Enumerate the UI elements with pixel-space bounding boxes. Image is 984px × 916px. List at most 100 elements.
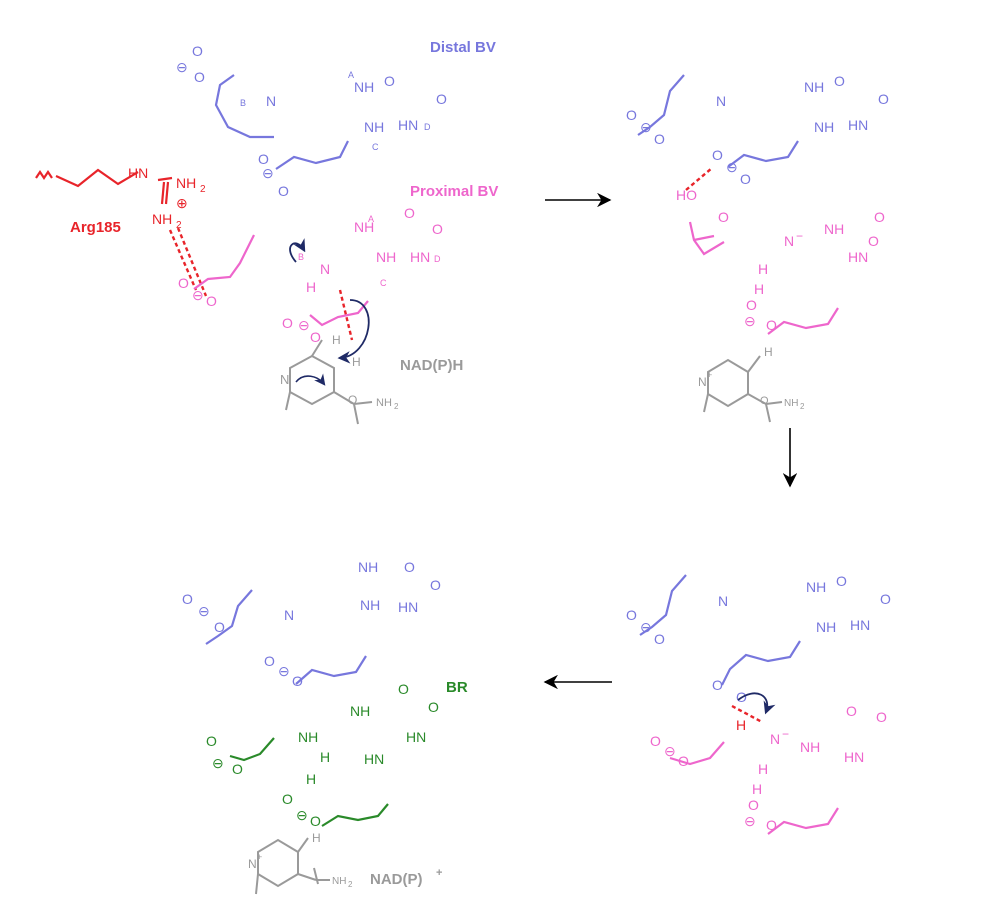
atom-h: H [332, 333, 341, 347]
atom-o: O [214, 619, 225, 635]
atom-n: N [248, 857, 257, 871]
atom-o: O [384, 73, 395, 89]
charge-minus: − [782, 727, 789, 741]
atom-nh2: NH [152, 211, 172, 227]
atom-o: O [436, 91, 447, 107]
atom-o: O [712, 677, 723, 693]
atom-nh2: NH [176, 175, 196, 191]
curly-arrow [337, 299, 370, 364]
hbond-dashes [338, 289, 354, 341]
atom-o: O [310, 329, 321, 345]
atom-hn: HN [398, 599, 418, 615]
atom-o: O [178, 275, 189, 291]
atom-o: O [206, 293, 217, 309]
panel-products: N NH O NH HN O O ⊖ O O ⊖ O BR O NH O NH … [182, 558, 468, 895]
proximal-bv-molecule [688, 210, 839, 335]
distal-bv-molecule [639, 543, 801, 686]
atom-o: O [654, 131, 665, 147]
atom-n: N [718, 593, 728, 609]
atom-o: O [880, 591, 891, 607]
atom-o: O [846, 703, 857, 719]
atom-h: H [306, 279, 316, 295]
atom-o: O [718, 209, 729, 225]
charge-negative: ⊖ [296, 807, 308, 823]
charge-plus: + [257, 852, 262, 862]
atom-o: O [404, 205, 415, 221]
atom-o: O [192, 43, 203, 59]
atom-n: N [698, 375, 707, 389]
atom-o: O [282, 315, 293, 331]
atom-o: O [760, 395, 769, 407]
panel-intermediate-2: N NH O NH HN O O ⊖ O O O H N − O O HN NH [626, 543, 891, 835]
nadp-plus-superscript: + [436, 867, 442, 879]
atom-n: N [716, 93, 726, 109]
panel-intermediate-1: N NH O NH HN O O ⊖ O O ⊖ O HO O NH O N −… [626, 43, 889, 423]
atom-o: O [746, 297, 757, 313]
atom-o: O [878, 91, 889, 107]
atom-h: H [754, 281, 764, 297]
atom-h: H [752, 781, 762, 797]
proximal-bv-molecule [193, 203, 369, 327]
ring-label-a: A [348, 70, 354, 80]
atom-o: O [766, 317, 777, 333]
atom-subscript: 2 [394, 402, 399, 411]
distal-bv-molecule [214, 43, 349, 170]
charge-negative: ⊖ [640, 619, 652, 635]
atom-conh2: NH [332, 876, 346, 887]
charge-negative: ⊖ [198, 603, 210, 619]
br-label: BR [446, 679, 468, 696]
atom-subscript: 2 [200, 184, 206, 195]
atom-o: O [432, 221, 443, 237]
atom-n: N [770, 731, 780, 747]
atom-nh: NH [354, 79, 374, 95]
atom-o: O [194, 69, 205, 85]
atom-o: O [834, 73, 845, 89]
distal-bv-molecule [205, 558, 367, 685]
atom-nh: NH [364, 119, 384, 135]
atom-o: O [264, 653, 275, 669]
atom-nh: NH [824, 221, 844, 237]
atom-n: N [784, 233, 794, 249]
atom-n: N [266, 93, 276, 109]
atom-o: O [766, 817, 777, 833]
atom-nh: NH [354, 219, 374, 235]
distal-bv-molecule [637, 43, 799, 168]
atom-o: O [748, 797, 759, 813]
atom-nh: NH [298, 729, 318, 745]
proximal-bv-molecule [669, 710, 839, 835]
atom-o: O [258, 151, 269, 167]
atom-hn: HN [850, 617, 870, 633]
curly-arrow [737, 692, 776, 715]
atom-nh: NH [816, 619, 836, 635]
ring-label-b: B [298, 252, 304, 262]
curly-arrow [289, 238, 306, 263]
atom-hn: HN [128, 165, 148, 181]
atom-o: O [404, 559, 415, 575]
atom-o: O [206, 733, 217, 749]
atom-hn: HN [364, 751, 384, 767]
atom-nh: NH [358, 559, 378, 575]
atom-o: O [626, 607, 637, 623]
atom-o: O [348, 393, 357, 407]
nadp-plus-molecule: N + H O NH 2 [698, 345, 805, 423]
atom-h: H [312, 831, 321, 845]
atom-hn: HN [848, 249, 868, 265]
charge-negative: ⊖ [212, 755, 224, 771]
atom-nh: NH [804, 79, 824, 95]
atom-h: H [306, 771, 316, 787]
atom-h: H [764, 345, 773, 359]
atom-o: O [650, 733, 661, 749]
arg185-label: Arg185 [70, 219, 121, 236]
atom-h: H [736, 717, 746, 733]
ring-label-d: D [424, 122, 431, 132]
atom-hn: HN [844, 749, 864, 765]
charge-negative: ⊖ [298, 317, 310, 333]
charge-negative: ⊖ [278, 663, 290, 679]
atom-o: O [712, 147, 723, 163]
atom-subscript: 2 [176, 220, 182, 231]
atom-o: O [182, 591, 193, 607]
atom-o: O [292, 673, 303, 689]
charge-plus: + [707, 370, 712, 380]
atom-o: O [278, 183, 289, 199]
